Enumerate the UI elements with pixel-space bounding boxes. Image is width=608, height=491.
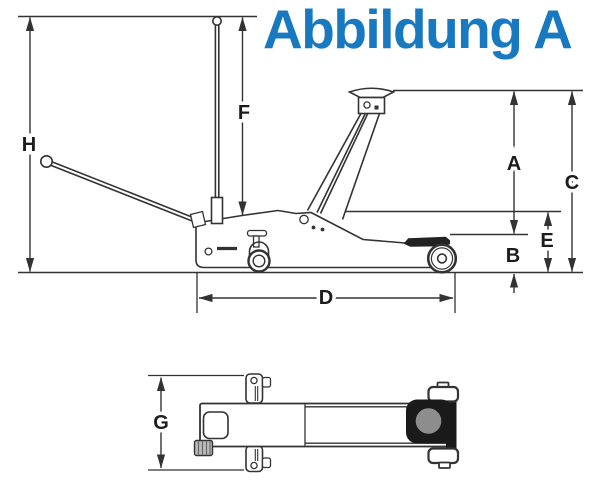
dim-label-g: G xyxy=(153,412,169,434)
front-wheel-rim xyxy=(430,247,454,270)
handle-knob-side xyxy=(39,155,53,169)
dim-label-a: A xyxy=(507,153,521,175)
caster-stem-cap xyxy=(246,229,268,237)
front-wheel-top-plan xyxy=(427,381,460,403)
dimension-d: D xyxy=(196,272,456,313)
figure-title: Abbildung A xyxy=(263,0,573,60)
handle-rod-vertical xyxy=(214,25,220,198)
side-view: H F A B C xyxy=(18,15,583,313)
wheel xyxy=(427,447,460,465)
handle-clevis xyxy=(189,210,207,229)
caster-hole xyxy=(250,376,258,385)
saddle-block-pin xyxy=(374,105,379,110)
caster-hole xyxy=(250,461,258,470)
dimension-c: C xyxy=(561,91,583,272)
saddle-cup xyxy=(347,87,396,99)
caster-wheel-hub xyxy=(252,254,266,268)
handle-socket xyxy=(210,196,224,225)
dim-label-b: B xyxy=(506,245,520,267)
dimension-e: E xyxy=(537,212,557,272)
top-view: G xyxy=(148,373,460,473)
rear-caster xyxy=(246,229,271,273)
dimension-h: H xyxy=(18,17,40,272)
caster-tab xyxy=(261,376,272,388)
knob-knurling xyxy=(197,441,211,455)
caster-wheel xyxy=(247,249,271,273)
rear-caster-top-plan xyxy=(245,373,272,404)
saddle-block xyxy=(357,96,386,115)
dim-d-extension-lines xyxy=(196,272,456,313)
dim-label-e: E xyxy=(540,230,553,252)
front-wheel-hub xyxy=(436,253,448,264)
caster-slot xyxy=(254,386,259,401)
dim-label-f: F xyxy=(238,102,250,124)
saddle-block-hole xyxy=(363,101,371,109)
caster-fork xyxy=(248,241,270,258)
front-wheel-bottom-plan xyxy=(427,447,460,469)
rear-caster-bottom-plan xyxy=(245,445,272,473)
caster-tab xyxy=(261,457,272,469)
frame-rivet xyxy=(311,225,316,230)
lift-arm xyxy=(306,112,381,220)
reference-lines xyxy=(18,15,583,274)
dimension-b: B xyxy=(502,242,524,293)
wheel-tab xyxy=(438,461,451,469)
arm-pivot-hole xyxy=(299,214,309,225)
saddle-cup-plan xyxy=(413,406,444,436)
handle-rod-diagonal xyxy=(50,161,196,223)
front-wheel xyxy=(426,243,458,274)
dimension-a: A xyxy=(503,91,525,234)
dimension-f: F xyxy=(234,17,254,216)
dim-label-d: D xyxy=(319,287,333,309)
frame-rivet xyxy=(320,227,325,232)
rear-plate-hole xyxy=(204,247,213,256)
jack-handle-raised xyxy=(210,15,224,225)
dim-g-extension-lines xyxy=(148,374,244,471)
dimension-g: G xyxy=(148,374,244,471)
handle-socket-opening xyxy=(202,411,229,440)
saddle xyxy=(347,87,396,115)
saddle-plan xyxy=(406,399,453,444)
wheel xyxy=(427,385,460,403)
handle-knob-top xyxy=(212,15,223,26)
handle-screw-knob xyxy=(193,439,214,457)
dim-label-c: C xyxy=(565,172,579,194)
jack-handle-lowered xyxy=(39,155,207,229)
caster-slot xyxy=(254,449,259,461)
dim-label-h: H xyxy=(22,134,36,156)
